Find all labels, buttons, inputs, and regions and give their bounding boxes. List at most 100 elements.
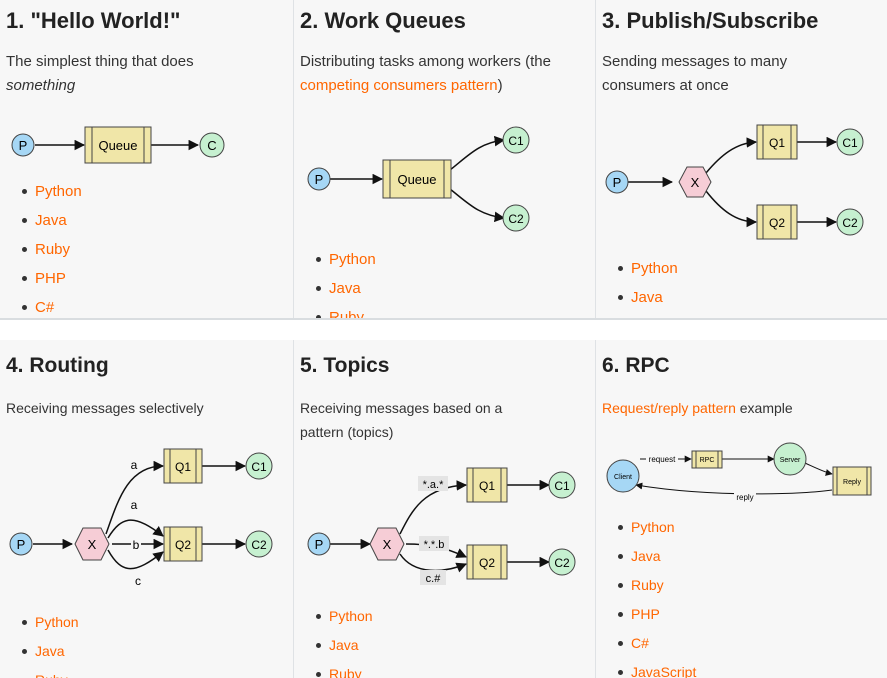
language-list: Python Java [618,254,678,312]
tutorial-description: Sending messages to many consumers at on… [602,53,788,94]
svg-text:Queue: Queue [397,172,436,187]
work-queues-diagram: P Queue C1 C2 [307,126,530,232]
svg-text:Q1: Q1 [175,460,191,474]
tutorial-title[interactable]: 5. Topics [300,354,390,377]
exchange-node: X [74,527,110,561]
svg-text:C1: C1 [554,479,570,493]
svg-text:Q2: Q2 [769,216,785,230]
svg-text:c: c [135,574,141,588]
tutorial-description: Request/reply pattern example [602,396,882,420]
language-link[interactable]: Java [618,542,696,571]
routing-key-a-label: a [129,457,139,472]
rpc-queue-node: RPC [691,450,723,469]
svg-text:P: P [315,172,324,187]
language-list: Python Java Ruby PHP C# JavaScript [618,513,696,678]
row-divider [0,318,887,340]
routing-key-b-label: b [131,536,141,552]
svg-text:C2: C2 [251,538,267,552]
exchange-node: X [678,166,712,198]
queue-2-node: Q2 [756,204,798,240]
svg-text:reply: reply [736,493,753,502]
language-link[interactable]: Python [316,602,373,631]
language-link[interactable]: Ruby [316,660,373,678]
language-link[interactable]: Python [618,254,678,283]
language-link[interactable]: Java [618,283,678,312]
tutorials-row-2: 4. Routing Receiving messages selectivel… [0,340,887,678]
tutorial-description: Receiving messages based on a pattern (t… [300,400,503,440]
language-link[interactable]: Java [316,274,376,303]
tutorial-topics: 5. Topics Receiving messages based on a … [293,340,595,678]
routing-diagram: a a b c P X Q1 Q2 [9,448,273,588]
consumer-2-node: C2 [245,530,273,558]
svg-text:Q2: Q2 [175,538,191,552]
language-link[interactable]: Java [22,637,79,666]
queue-1-node: Q1 [466,467,508,503]
language-link[interactable]: Python [316,245,376,274]
reply-queue-node: Reply [832,466,872,496]
producer-node: P [605,170,629,194]
consumer-1-node: C1 [502,126,530,154]
request-reply-link[interactable]: Request/reply pattern [602,400,736,416]
tutorial-routing: 4. Routing Receiving messages selectivel… [0,340,293,678]
language-link[interactable]: Ruby [316,303,376,318]
svg-text:Server: Server [780,457,801,464]
server-node: Server [773,442,807,476]
consumer-2-node: C2 [502,204,530,232]
tutorial-rpc: 6. RPC Request/reply pattern example req… [595,340,887,678]
publish-subscribe-diagram: P X Q1 Q2 C1 [605,124,864,240]
topics-diagram: *.a.* *.*.b c.# P X Q1 Q2 [307,467,576,585]
tutorial-title[interactable]: 4. Routing [6,354,109,377]
desc-emphasis: something [6,77,76,94]
language-link[interactable]: Python [618,513,696,542]
svg-text:C2: C2 [508,212,524,226]
language-link[interactable]: Python [22,177,82,206]
language-link[interactable]: PHP [618,600,696,629]
tutorials-row-1: 1. "Hello World!" The simplest thing tha… [0,0,887,318]
svg-text:a: a [131,498,138,512]
svg-text:C: C [207,138,216,153]
language-list: Python Java Ruby [316,245,376,318]
tutorial-publish-subscribe: 3. Publish/Subscribe Sending messages to… [595,0,887,318]
svg-text:P: P [315,537,324,552]
svg-text:P: P [19,138,28,153]
svg-text:X: X [88,537,97,552]
desc-text: The simplest thing that does [6,53,194,70]
consumer-1-node: C1 [836,128,864,156]
svg-text:b: b [133,538,140,552]
language-link[interactable]: Java [316,631,373,660]
svg-text:X: X [691,175,700,190]
consumer-2-node: C2 [836,208,864,236]
producer-node: P [307,167,331,191]
language-link[interactable]: PHP [22,264,82,293]
language-link[interactable]: Java [22,206,82,235]
language-link[interactable]: C# [618,629,696,658]
tutorial-description: The simplest thing that does something [6,50,286,98]
exchange-node: X [369,527,405,561]
tutorial-work-queues: 2. Work Queues Distributing tasks among … [293,0,595,318]
desc-text: Distributing tasks among workers (the [300,53,551,70]
svg-text:*.a.*: *.a.* [423,479,445,491]
queue-2-node: Q2 [466,544,508,580]
client-node: Client [606,459,640,493]
language-link[interactable]: JavaScript [618,658,696,678]
svg-text:Q2: Q2 [479,556,495,570]
tutorial-title[interactable]: 2. Work Queues [300,8,466,33]
rpc-diagram: request reply Client RPC Server Reply [606,442,872,502]
language-link[interactable]: C# [22,293,82,318]
language-link[interactable]: Ruby [22,666,79,678]
tutorial-title[interactable]: 1. "Hello World!" [6,8,181,33]
language-list: Python Java Ruby [22,608,79,678]
language-link[interactable]: Python [22,608,79,637]
queue-node: Queue [382,159,452,199]
desc-text: example [735,400,793,416]
binding-key-label: *.*.b [419,536,449,551]
tutorial-title[interactable]: 6. RPC [602,354,670,377]
routing-key-a-label: a [129,497,139,512]
reply-label: reply [734,491,756,502]
tutorial-title[interactable]: 3. Publish/Subscribe [602,8,819,33]
consumer-1-node: C1 [245,452,273,480]
language-link[interactable]: Ruby [618,571,696,600]
binding-key-label: c.# [420,570,446,585]
competing-consumers-link[interactable]: competing consumers pattern [300,77,498,94]
language-link[interactable]: Ruby [22,235,82,264]
